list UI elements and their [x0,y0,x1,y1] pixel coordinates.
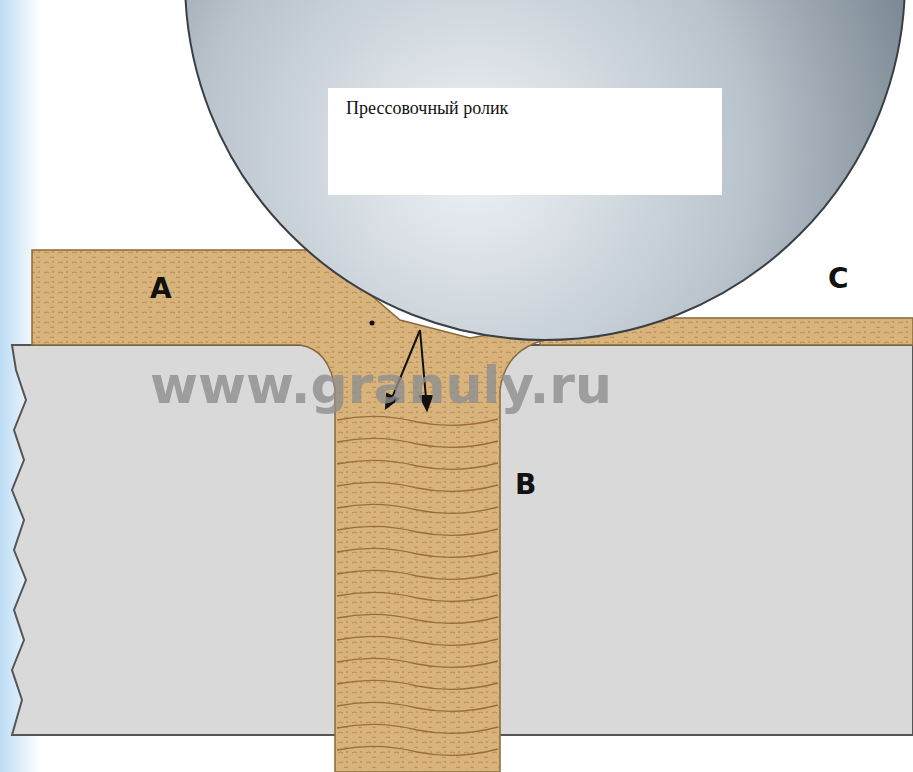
wood-grain [337,614,498,623]
wood-grain [337,570,498,579]
wood-grain [337,526,498,535]
wood-grain [337,592,498,601]
wood-grain [337,482,498,491]
wood-grain [337,680,498,689]
wood-grain [337,460,498,469]
part-label: A [150,272,172,305]
wood-grain [337,636,498,645]
wood-grain [337,548,498,557]
label-box: Прессовочный ролик [328,88,722,195]
wood-grain [337,746,498,755]
part-label: C [828,262,849,295]
wood-grain [337,438,498,447]
wood-grain [337,658,498,667]
part-label: B [515,468,536,501]
wood-grain [337,702,498,711]
wood-grain [337,724,498,733]
wood-grain [337,416,498,425]
watermark: www.granuly.ru [150,355,612,415]
wood-grain [337,504,498,513]
node-text: Прессовочный ролик [346,98,704,119]
